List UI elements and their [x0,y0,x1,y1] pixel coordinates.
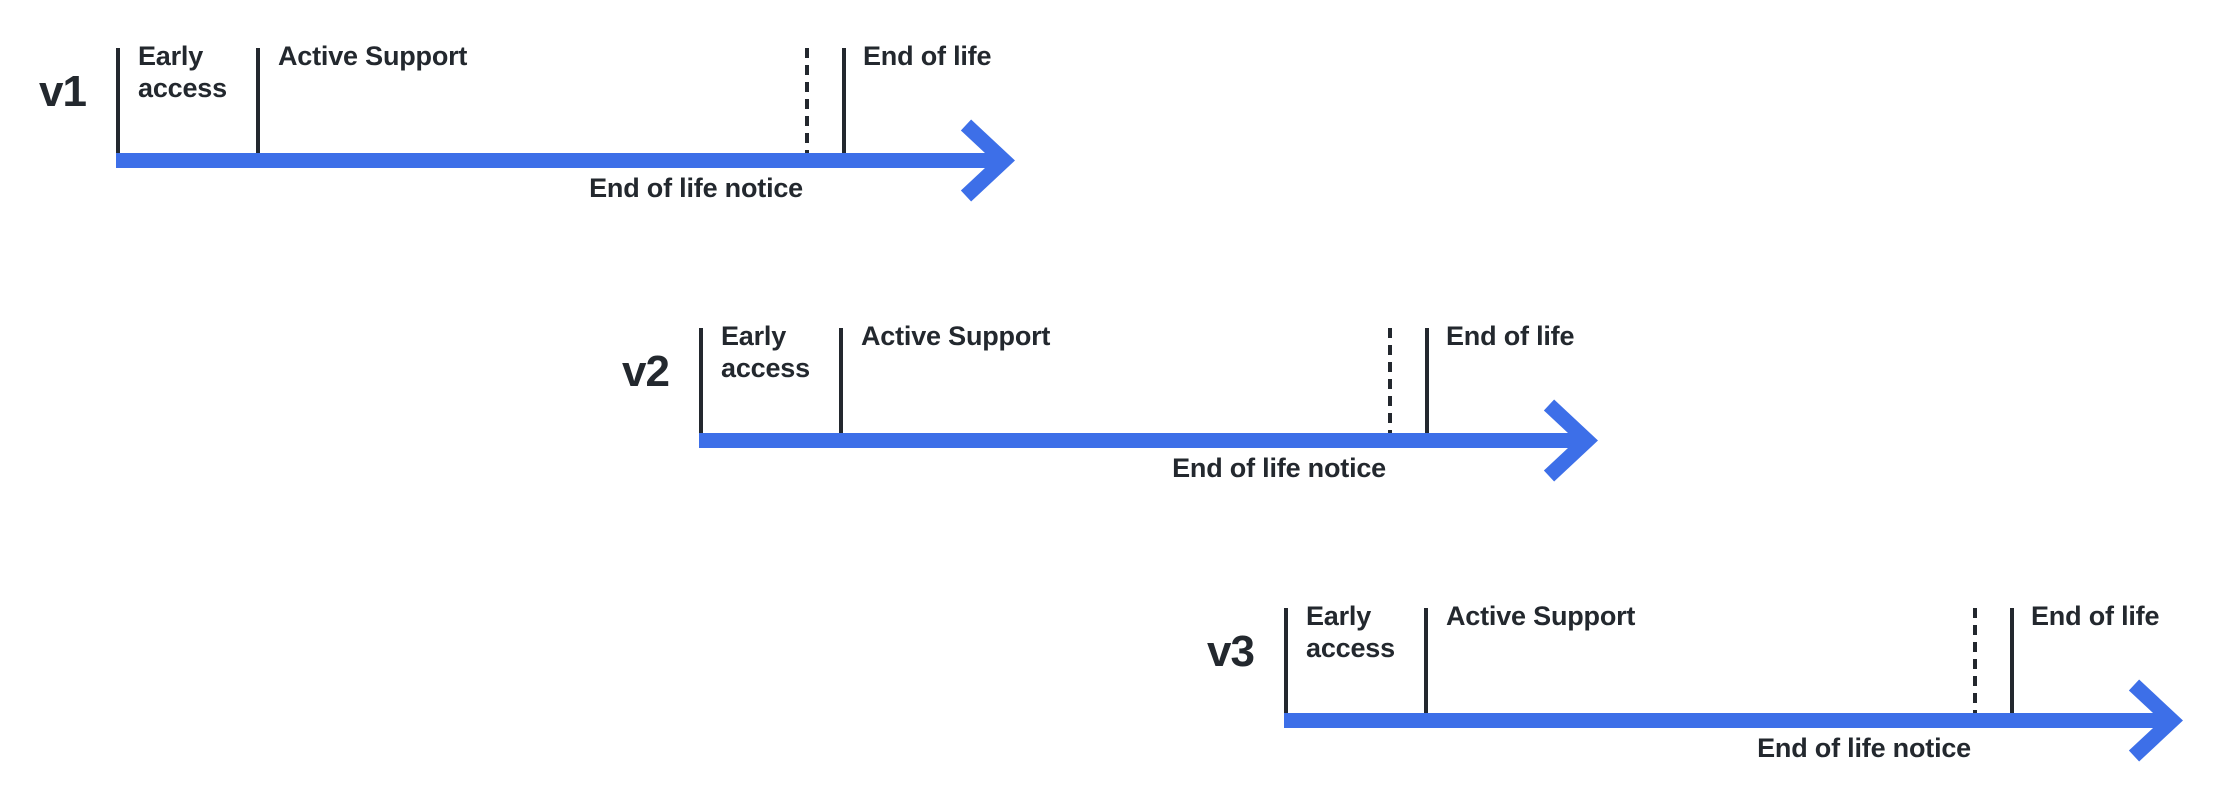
active-support-start-tick [839,328,843,433]
timeline-arrow [1284,679,2183,762]
timeline-arrow [116,119,1015,202]
early-access-start-tick [116,48,120,153]
active-support-start-tick [1424,608,1428,713]
version-label: v2 [622,347,670,396]
eol-notice-dashed-tick [1973,608,1977,713]
end-of-life-label: End of life [863,41,992,71]
eol-notice-dashed-tick [805,48,809,153]
arrow-head-icon [1543,399,1598,482]
end-of-life-label: End of life [2031,601,2160,631]
end-of-life-label: End of life [1446,321,1575,351]
timeline-arrow [699,399,1598,482]
active-support-label: Active Support [1446,601,1636,631]
arrow-head-icon [2128,679,2183,762]
early-access-label: Early access [138,41,227,103]
version-label: v1 [39,67,87,116]
early-access-start-tick [699,328,703,433]
end-of-life-tick [1425,328,1429,433]
early-access-label: Early access [1306,601,1395,663]
timeline-row-v1: v1 Early access Active Support End of li… [39,41,1078,228]
active-support-label: Active Support [861,321,1051,351]
arrow-head-icon [960,119,1015,202]
end-of-life-notice-label: End of life notice [1172,453,1386,483]
timeline-row-v2: v2 Early access Active Support End of li… [622,321,1661,508]
early-access-label: Early access [721,321,810,383]
end-of-life-notice-label: End of life notice [589,173,803,203]
end-of-life-notice-label: End of life notice [1757,733,1971,763]
end-of-life-tick [842,48,846,153]
active-support-label: Active Support [278,41,468,71]
active-support-start-tick [256,48,260,153]
timeline-row-v3: v3 Early access Active Support End of li… [1207,601,2228,788]
version-label: v3 [1207,627,1255,676]
end-of-life-tick [2010,608,2014,713]
early-access-start-tick [1284,608,1288,713]
eol-notice-dashed-tick [1388,328,1392,433]
